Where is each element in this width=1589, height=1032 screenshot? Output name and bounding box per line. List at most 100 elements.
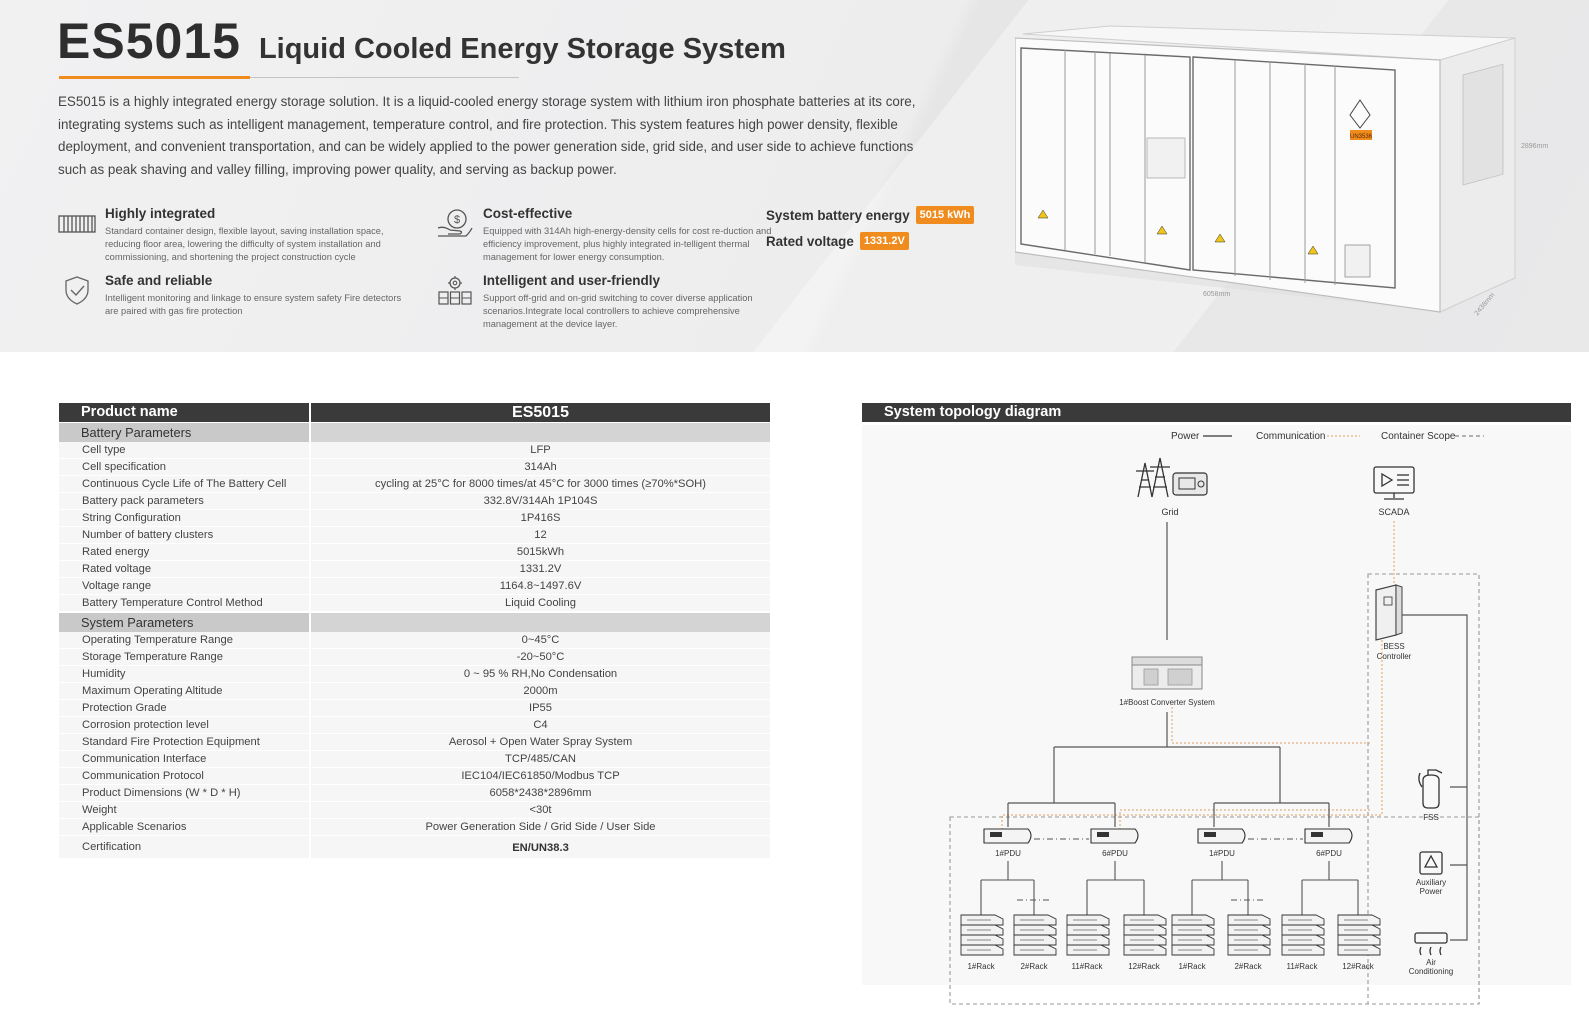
feature-title: Safe and reliable: [105, 273, 213, 288]
grid-tower-icon: [1136, 457, 1170, 498]
boost-converter-label: 1#Boost Converter System: [1119, 698, 1215, 707]
gear-battery-icon: [438, 276, 472, 305]
rack-label: 11#Rack: [1287, 962, 1319, 971]
table-row: Continuous Cycle Life of The Battery Cel…: [59, 476, 770, 493]
auxiliary-power-label-2: Power: [1420, 887, 1443, 896]
grid-label: Grid: [1161, 507, 1178, 517]
bess-controller-label-2: Controller: [1377, 652, 1412, 661]
battery-cells-icon: [58, 215, 96, 233]
battery-rack-icon: [1013, 914, 1057, 956]
pdu-label: 1#PDU: [995, 849, 1021, 858]
battery-rack-icon: [1066, 914, 1110, 956]
scada-label: SCADA: [1378, 507, 1409, 517]
bess-controller-label-1: BESS: [1383, 642, 1404, 651]
height-dimension: 2896mm: [1521, 143, 1548, 150]
pdu-icon: [983, 828, 1032, 844]
certification-row: Certification EN/UN38.3: [59, 836, 770, 859]
table-header-row: Product name ES5015: [59, 403, 770, 422]
rack-label: 11#Rack: [1072, 962, 1104, 971]
rated-voltage-spec: Rated voltage 1331.2V: [766, 232, 909, 250]
legend-power: Power: [1171, 431, 1200, 442]
spec-table: Product name ES5015 Battery Parameters C…: [59, 403, 770, 859]
table-row: Storage Temperature Range-20~50°C: [59, 649, 770, 666]
intro-paragraph: ES5015 is a highly integrated energy sto…: [58, 94, 916, 177]
pdu-icon: [1304, 828, 1353, 844]
section-label: Battery Parameters: [59, 423, 311, 442]
feature-title: Intelligent and user-friendly: [483, 273, 661, 288]
model-name: ES5015: [57, 13, 241, 69]
system-energy-spec: System battery energy 5015 kWh: [766, 206, 975, 224]
feature-description: Standard container design, flexible layo…: [105, 226, 384, 262]
rack-label: 1#Rack: [967, 962, 995, 971]
title-row: ES5015 Liquid Cooled Energy Storage Syst…: [57, 12, 786, 70]
power-tree: [1007, 712, 1330, 827]
battery-rack-icon: [1227, 914, 1271, 956]
topology-background: [862, 425, 1571, 985]
rated-voltage-badge: 1331.2V: [859, 232, 909, 250]
hero-banner: ES5015 Liquid Cooled Energy Storage Syst…: [0, 0, 1589, 352]
table-row: Weight<30t: [59, 802, 770, 819]
legend-container-scope: Container Scope: [1381, 431, 1456, 442]
rack-label: 12#Rack: [1128, 962, 1161, 971]
air-conditioning-label-2: Conditioning: [1409, 967, 1453, 976]
generator-icon: [1172, 472, 1208, 496]
certification-value: EN/UN38.3: [512, 842, 569, 854]
battery-rack-icon: [1123, 914, 1167, 956]
feature-description: Equipped with 314Ah high-energy-density …: [483, 226, 772, 262]
auxiliary-power-icon: [1419, 851, 1443, 875]
svg-text:$: $: [454, 214, 460, 226]
air-conditioning-label-1: Air: [1426, 958, 1436, 967]
product-subtitle: Liquid Cooled Energy Storage System: [258, 33, 786, 65]
bess-controller-icon: [1375, 584, 1403, 641]
pdu-label: 1#PDU: [1209, 849, 1235, 858]
section-label: System Parameters: [59, 613, 311, 632]
battery-section-header: Battery Parameters: [59, 423, 770, 442]
system-energy-badge: 5015 kWh: [915, 206, 975, 224]
length-dimension: 6058mm: [1203, 291, 1230, 298]
pdu-label: 6#PDU: [1102, 849, 1128, 858]
fss-label: FSS: [1423, 813, 1439, 822]
rack-label: 2#Rack: [1020, 962, 1048, 971]
battery-rack-icon: [1171, 914, 1215, 956]
certification-label: Certification: [59, 836, 311, 858]
system-energy-label: System battery energy: [766, 207, 910, 223]
rated-voltage-label: Rated voltage: [766, 233, 854, 249]
battery-rack-icon: [1337, 914, 1381, 956]
topology-title: System topology diagram: [862, 403, 1571, 422]
pdu-icon: [1090, 828, 1139, 844]
dollar-hand-icon: $: [437, 209, 473, 237]
table-row: Product Dimensions (W * D * H)6058*2438*…: [59, 785, 770, 802]
title-underline: [59, 77, 519, 78]
battery-rack-icon: [1281, 914, 1325, 956]
un-label: UN3536: [1350, 134, 1373, 140]
fire-extinguisher-icon: [1418, 769, 1443, 809]
air-conditioning-icon: [1414, 932, 1448, 956]
container-scope-box-bottom: [949, 816, 1480, 1005]
legend-communication: Communication: [1256, 431, 1325, 442]
feature-title: Highly integrated: [105, 206, 216, 221]
rack-label: 2#Rack: [1234, 962, 1262, 971]
header-value: ES5015: [512, 404, 569, 421]
scada-monitor-icon: [1373, 466, 1415, 500]
header-label: Product name: [59, 403, 311, 422]
boost-converter-icon: [1131, 656, 1203, 690]
